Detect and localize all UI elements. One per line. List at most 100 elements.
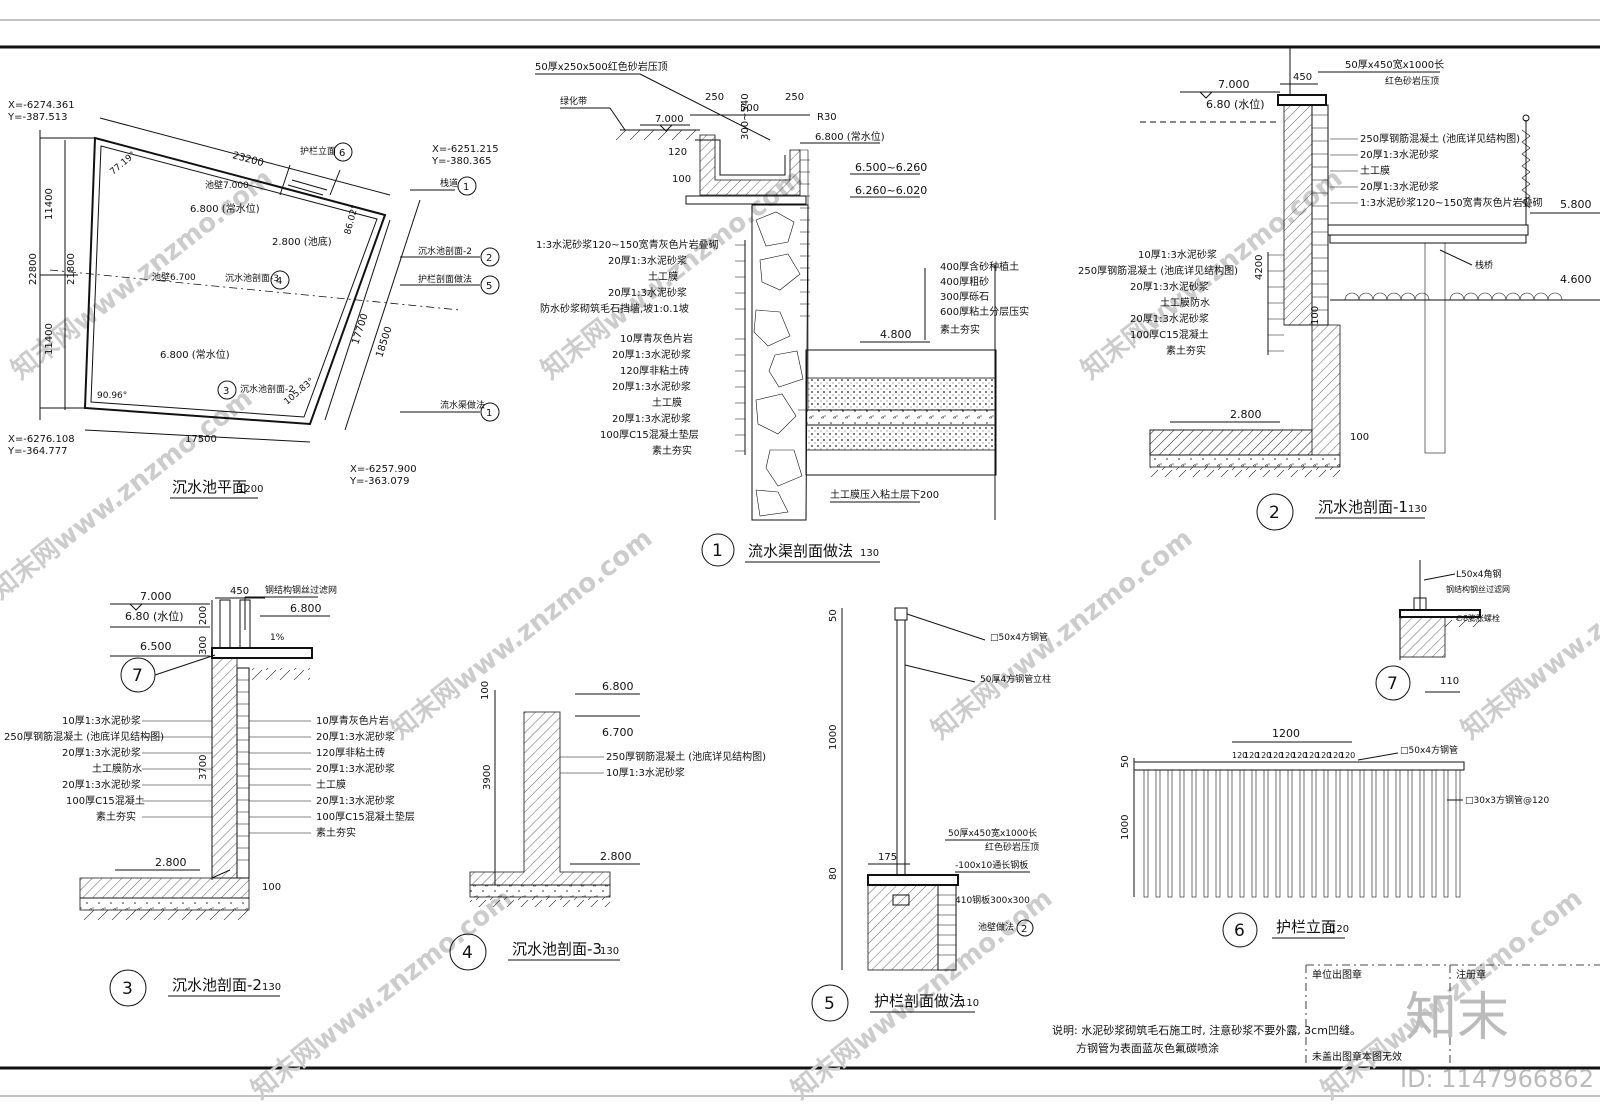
plan-label: 沉水池剖面-2 bbox=[240, 383, 294, 395]
railing-bar bbox=[1359, 769, 1365, 898]
dimension-label: 17500 bbox=[185, 434, 217, 445]
plan-label: 沉水池剖面-2 bbox=[418, 245, 472, 257]
elevation-label: 6.80 (水位) bbox=[125, 609, 184, 623]
layer-note: 100厚C15混凝土 bbox=[66, 794, 145, 807]
note-line: 方钢管为表面蓝灰色氟碳喷涂 bbox=[1076, 1041, 1219, 1055]
railing-bar bbox=[1311, 769, 1317, 898]
callout-number: 1 bbox=[486, 408, 492, 419]
layer-note: 20厚1:3水泥砂浆 bbox=[608, 254, 687, 267]
layer-note: 素土夯实 bbox=[1166, 344, 1206, 357]
plan-label: 6.800 (常水位) bbox=[190, 202, 260, 215]
railing-bar bbox=[1323, 769, 1329, 898]
layer-note: 20厚1:3水泥砂浆 bbox=[612, 348, 691, 361]
drawing-title: 沉水池剖面-1 bbox=[1318, 498, 1408, 516]
coord-label: X=-6274.361 bbox=[8, 100, 75, 111]
note: □50x4方钢管 bbox=[1400, 744, 1458, 756]
plan-label: 栈道 bbox=[440, 177, 458, 189]
dimension-label: 250 bbox=[705, 92, 724, 103]
dimension-label: 300~540 bbox=[740, 93, 751, 140]
elevation-label: 6.500~6.260 bbox=[855, 161, 927, 174]
dimension-label: 100 bbox=[672, 174, 691, 185]
dimension-label: 450 bbox=[230, 586, 249, 597]
elevation-label: 4.800 bbox=[880, 328, 912, 341]
coord-label: Y=-363.079 bbox=[349, 476, 409, 487]
layer-note: 120厚非粘土砖 bbox=[620, 364, 689, 377]
plan-label: 护栏剖面做法 bbox=[418, 273, 472, 285]
note-line: 说明: 水泥砂浆砌筑毛石施工时, 注意砂浆不要外露, 3cm凹缝。 bbox=[1052, 1023, 1361, 1037]
dimension-label: 50 bbox=[1120, 755, 1131, 768]
layer-note: 素土夯实 bbox=[96, 810, 136, 823]
section-7-detail: L50x4角钢 钢结构钢丝过滤网 ∅8膨胀螺栓 7 110 bbox=[1375, 560, 1510, 701]
angle-label: 86.02° bbox=[343, 204, 360, 236]
layer-note: 20厚1:3水泥砂浆 bbox=[612, 412, 691, 425]
dimension-label: 120 bbox=[668, 147, 687, 158]
layer-note: 土工膜 bbox=[1360, 164, 1390, 177]
dimension-label: 1200 bbox=[1272, 727, 1300, 740]
layer-note: 素土夯实 bbox=[316, 826, 356, 839]
spacing-label: 120 bbox=[1292, 751, 1307, 760]
watermark-id: ID: 1147966862 bbox=[1400, 1065, 1594, 1093]
dimension-label: 17700 bbox=[350, 312, 370, 346]
plan-label: 2.800 (池底) bbox=[272, 235, 332, 248]
layer-note: 120厚非粘土砖 bbox=[316, 746, 385, 759]
layer-note: 10厚1:3水泥砂浆 bbox=[606, 766, 685, 779]
layer-note: 20厚1:3水泥砂浆 bbox=[316, 762, 395, 775]
spacing-label: 120 bbox=[1244, 751, 1259, 760]
layer-note: 10厚1:3水泥砂浆 bbox=[1138, 248, 1217, 261]
railing-bar bbox=[1239, 769, 1245, 898]
layer-notes-left: 1:3水泥砂浆120~150宽青灰色片岩叠砌 20厚1:3水泥砂浆 土工膜 20… bbox=[536, 238, 746, 457]
railing-bar bbox=[1215, 769, 1221, 898]
railing-bar bbox=[1191, 769, 1197, 898]
elevation-label: 2.800 bbox=[155, 856, 187, 869]
note: 红色砂岩压顶 bbox=[1385, 75, 1439, 87]
layer-note: 土工膜防水 bbox=[1160, 296, 1210, 309]
section-1-channel: 50厚x250x500红色砂岩压顶 绿化带 250 500 250 R30 7.… bbox=[535, 60, 1029, 567]
plan-label: 流水渠做法 bbox=[440, 399, 485, 411]
layer-note: 250厚钢筋混凝土 (池底详见结构图) bbox=[606, 750, 766, 763]
dimension-label: 250 bbox=[785, 92, 804, 103]
elevation-label: 6.800 bbox=[290, 602, 322, 615]
dimension-label: 21800 bbox=[66, 253, 77, 285]
layer-note: 20厚1:3水泥砂浆 bbox=[612, 380, 691, 393]
elevation-label: 6.800 bbox=[602, 680, 634, 693]
note: 绿化带 bbox=[560, 95, 587, 107]
elevation-label: 6.260~6.020 bbox=[855, 184, 927, 197]
title-block: 单位出图章 注册章 未盖出图章本图无效 知末 ID: 1147966862 bbox=[1305, 964, 1600, 1093]
layer-note: 20厚1:3水泥砂浆 bbox=[1130, 312, 1209, 325]
section-number: 7 bbox=[1387, 674, 1398, 694]
dimension-label: 11400 bbox=[44, 188, 55, 220]
note: 50厚x250x500红色砂岩压顶 bbox=[535, 60, 668, 73]
plan-label: 护栏立面 bbox=[300, 145, 336, 157]
callout-number: 6 bbox=[339, 148, 345, 159]
spacing-label: 120 bbox=[1232, 751, 1247, 760]
spacing-label: 120 bbox=[1280, 751, 1295, 760]
dimension-label: 200 bbox=[198, 606, 209, 625]
drawing-scale: 110 bbox=[960, 998, 979, 1009]
section-number: 5 bbox=[824, 994, 835, 1014]
dimension-label: 3900 bbox=[482, 765, 493, 790]
layer-note: 100厚C15混凝土 bbox=[1130, 328, 1209, 341]
callout-number: 5 bbox=[486, 281, 492, 292]
railing-bar bbox=[1203, 769, 1209, 898]
layer-note: 20厚1:3水泥砂浆 bbox=[1360, 148, 1439, 161]
drawing-title: 沉水池剖面-2 bbox=[172, 976, 262, 994]
dimension-label: 300 bbox=[198, 636, 209, 655]
railing-bar bbox=[1251, 769, 1257, 898]
dimension-label: 1000 bbox=[828, 725, 839, 750]
layer-note: 1:3水泥砂浆120~150宽青灰色片岩叠砌 bbox=[536, 238, 719, 251]
spacing-label: 120 bbox=[1304, 751, 1319, 760]
dimension-label: 11400 bbox=[44, 323, 55, 355]
dimension-label: 50 bbox=[828, 609, 839, 622]
note: 50厚x450宽x1000长 bbox=[948, 827, 1037, 839]
dimension-label: 175 bbox=[878, 852, 897, 863]
angle-label: 77.19° bbox=[109, 150, 139, 177]
section-3-pool: 7.000 6.80 (水位) 6.500 450 200 300 3700 钢… bbox=[4, 584, 415, 1007]
layer-note: 250厚钢筋混凝土 (池底详见结构图) bbox=[1078, 264, 1238, 277]
layer-note: 土工膜防水 bbox=[92, 762, 142, 775]
note: L50x4角钢 bbox=[1456, 568, 1502, 580]
sheet-frame bbox=[0, 19, 1600, 1097]
railing-bar bbox=[1179, 769, 1185, 898]
elevation-label: 4.600 bbox=[1560, 273, 1592, 286]
